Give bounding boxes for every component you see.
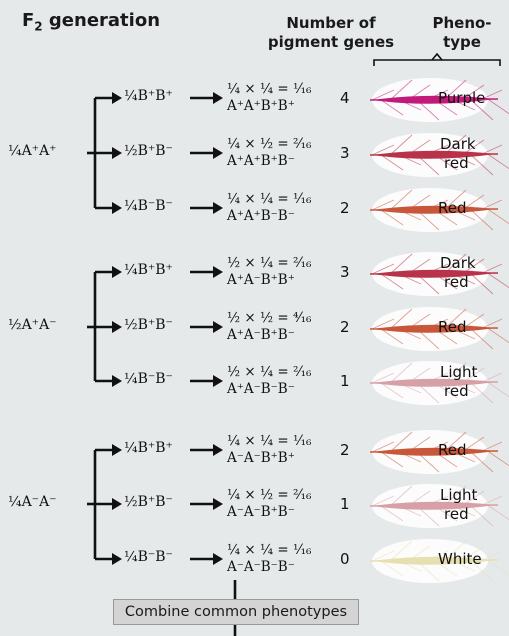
feather-icon: [369, 484, 509, 528]
feather-icon: [369, 307, 509, 351]
result-arrow-head: [213, 553, 223, 565]
branch-arrow-head: [112, 498, 122, 510]
group-label: ½A⁺A⁻: [8, 317, 57, 333]
b-genotype: ¼B⁻B⁻: [124, 549, 173, 565]
feather-icon: [369, 133, 509, 177]
phenotype-word: Red: [438, 441, 467, 459]
diagram-title: F2 generation: [22, 10, 161, 34]
offspring-genotype: A⁻A⁻B⁻B⁻: [227, 559, 295, 575]
b-genotype: ¼B⁺B⁺: [124, 88, 173, 104]
phenotype-word: Purple: [438, 89, 486, 107]
pigment-gene-count: 3: [340, 144, 350, 162]
b-genotype: ½B⁺B⁻: [124, 143, 173, 159]
pigment-gene-count: 2: [340, 318, 350, 336]
probability-calc: ¼ × ½ = ²⁄₁₆: [227, 487, 312, 503]
phenotype-label: Red: [438, 318, 498, 337]
offspring-genotype: A⁺A⁺B⁺B⁻: [227, 153, 295, 169]
b-genotype: ¼B⁺B⁺: [124, 262, 173, 278]
phenotype-word: Dark: [440, 135, 476, 153]
feather-icon: [369, 188, 509, 232]
result-arrow-head: [213, 92, 223, 104]
result-arrow-head: [213, 266, 223, 278]
phenotype-label: Red: [438, 441, 498, 460]
phenotype-header-bracket: [373, 59, 501, 66]
probability-calc: ½ × ½ = ⁴⁄₁₆: [227, 310, 312, 326]
phenotype-word: Light: [440, 363, 478, 381]
offspring-genotype: A⁺A⁻B⁺B⁺: [227, 272, 295, 288]
result-arrow-head: [213, 498, 223, 510]
offspring-genotype: A⁻A⁻B⁺B⁻: [227, 504, 295, 520]
group-label: ¼A⁻A⁻: [8, 494, 57, 510]
branch-arrow-head: [112, 444, 122, 456]
offspring-genotype: A⁺A⁻B⁺B⁻: [227, 327, 295, 343]
b-genotype: ½B⁺B⁻: [124, 494, 173, 510]
header-pigment-genes: Number of pigment genes: [267, 14, 395, 51]
branch-arrow-head: [112, 202, 122, 214]
pigment-gene-count: 1: [340, 495, 350, 513]
feather-icon: [369, 361, 509, 405]
phenotype-word: Light: [440, 486, 478, 504]
branch-arrow-head: [112, 147, 122, 159]
branch-arrow-head: [112, 553, 122, 565]
feather-icon: [369, 539, 509, 583]
connector-layer: [87, 52, 501, 636]
offspring-genotype: A⁻A⁻B⁺B⁺: [227, 450, 295, 466]
offspring-genotype: A⁺A⁺B⁺B⁺: [227, 98, 295, 114]
probability-calc: ¼ × ¼ = ¹⁄₁₆: [227, 433, 312, 449]
pigment-gene-count: 1: [340, 372, 350, 390]
result-arrow-head: [213, 147, 223, 159]
offspring-genotype: A⁺A⁺B⁻B⁻: [227, 208, 295, 224]
header-phenotype: Pheno- type: [432, 14, 492, 51]
pigment-gene-count: 2: [340, 441, 350, 459]
b-genotype: ¼B⁻B⁻: [124, 198, 173, 214]
phenotype-word: White: [438, 550, 482, 568]
phenotype-word: Dark: [440, 254, 476, 272]
feather-icon: [369, 78, 509, 122]
feather-icon: [369, 252, 509, 296]
b-genotype: ½B⁺B⁻: [124, 317, 173, 333]
phenotype-header-bracket-tip: [431, 52, 443, 61]
pigment-gene-count: 2: [340, 199, 350, 217]
group-label: ¼A⁺A⁺: [8, 143, 57, 159]
probability-calc: ¼ × ½ = ²⁄₁₆: [227, 136, 312, 152]
phenotype-word: Red: [438, 199, 467, 217]
result-arrow-head: [213, 444, 223, 456]
phenotype-word: red: [444, 382, 469, 400]
b-genotype: ¼B⁻B⁻: [124, 371, 173, 387]
result-arrow-head: [213, 375, 223, 387]
phenotype-word: red: [444, 273, 469, 291]
branch-arrow-head: [112, 92, 122, 104]
probability-calc: ¼ × ¼ = ¹⁄₁₆: [227, 191, 312, 207]
pigment-gene-count: 0: [340, 550, 350, 568]
pigment-gene-count: 3: [340, 263, 350, 281]
result-arrow-head: [213, 202, 223, 214]
phenotype-label: Red: [438, 199, 498, 218]
branch-arrow-head: [112, 375, 122, 387]
phenotype-word: red: [444, 154, 469, 172]
probability-calc: ½ × ¼ = ²⁄₁₆: [227, 364, 312, 380]
phenotype-word: Red: [438, 318, 467, 336]
probability-calc: ½ × ¼ = ²⁄₁₆: [227, 255, 312, 271]
phenotype-label: Purple: [438, 89, 498, 108]
phenotype-word: red: [444, 505, 469, 523]
pigment-gene-count: 4: [340, 89, 350, 107]
result-arrow-head: [213, 321, 223, 333]
feather-layer: [369, 78, 509, 583]
feather-icon: [369, 430, 509, 474]
phenotype-label: White: [438, 550, 498, 569]
combine-phenotypes-box: Combine common phenotypes: [113, 599, 359, 625]
probability-calc: ¼ × ¼ = ¹⁄₁₆: [227, 542, 312, 558]
b-genotype: ¼B⁺B⁺: [124, 440, 173, 456]
probability-calc: ¼ × ¼ = ¹⁄₁₆: [227, 81, 312, 97]
branch-arrow-head: [112, 266, 122, 278]
offspring-genotype: A⁺A⁻B⁻B⁻: [227, 381, 295, 397]
branch-arrow-head: [112, 321, 122, 333]
